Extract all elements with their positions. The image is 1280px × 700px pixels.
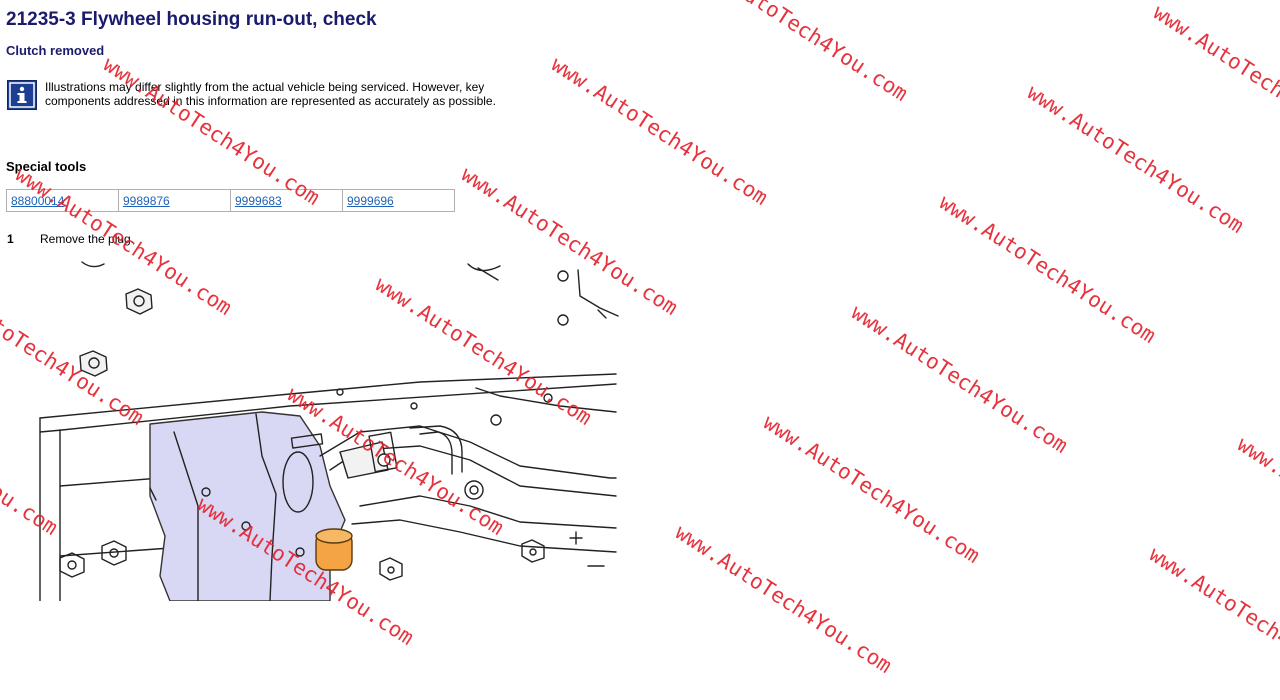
watermark-text: www.AutoTech4You.com (846, 300, 1073, 458)
special-tool-link[interactable]: 9989876 (123, 193, 170, 208)
procedure-step: 1 Remove the plug. (7, 232, 134, 246)
watermark-text: www.AutoTech4You.com (98, 52, 325, 210)
page-title: 21235-3 Flywheel housing run-out, check (6, 9, 377, 30)
flywheel-housing-illustration (39, 261, 619, 601)
watermark-text: www.AutoTech4You.com (1144, 542, 1280, 700)
watermark-text: www.AutoTech4You.com (686, 0, 913, 106)
step-text: Remove the plug. (40, 232, 135, 246)
special-tool-link[interactable]: 9999683 (235, 193, 282, 208)
watermark-text: www.AutoTech4You.com (758, 410, 985, 568)
bolt-head (379, 557, 403, 581)
special-tool-link[interactable]: 88800014 (11, 193, 65, 208)
bolt-head (79, 350, 108, 377)
special-tools-table: 88800014 9989876 9999683 9999696 (6, 189, 455, 212)
info-note: Illustrations may differ slightly from t… (45, 80, 496, 108)
bolt-head (521, 539, 545, 563)
info-icon (7, 80, 37, 110)
special-tool-cell: 9989876 (118, 189, 231, 212)
watermark-text: www.AutoTech4You.com (1232, 432, 1280, 590)
bolt-head (125, 288, 153, 315)
step-number: 1 (7, 232, 14, 246)
watermark-text: www.AutoTech4You.com (670, 520, 897, 678)
bolt-head (101, 540, 127, 566)
special-tool-cell: 88800014 (6, 189, 119, 212)
watermark-text: www.AutoTech4You.com (1022, 80, 1249, 238)
bolt-head (59, 552, 85, 578)
watermark-text: www.AutoTech4You.com (546, 52, 773, 210)
watermark-text: www.AutoTech4You.com (1148, 0, 1280, 158)
special-tool-link[interactable]: 9999696 (347, 193, 394, 208)
watermark-text: www.AutoTech4You.com (934, 190, 1161, 348)
plug-highlight (315, 528, 353, 571)
page-subtitle: Clutch removed (6, 43, 105, 58)
special-tool-cell: 9999683 (230, 189, 343, 212)
special-tool-cell: 9999696 (342, 189, 455, 212)
special-tools-heading: Special tools (6, 159, 87, 174)
